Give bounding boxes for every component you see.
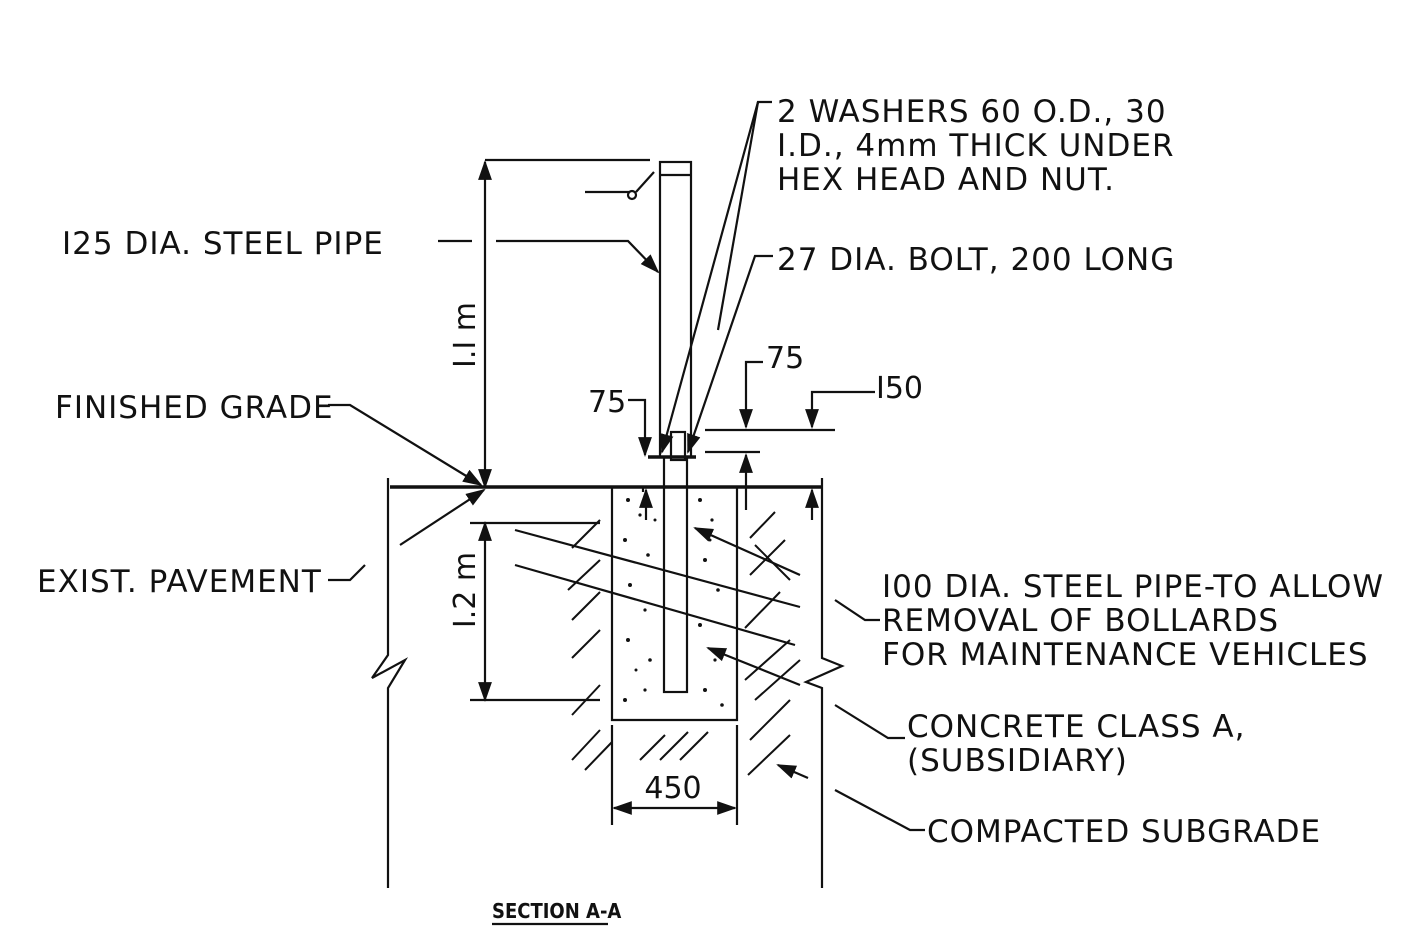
finished-grade-label: FINISHED GRADE	[55, 390, 334, 426]
dimension-height	[470, 158, 650, 702]
bolt-dimensions	[628, 360, 875, 520]
height-above-label: I.I m	[448, 302, 483, 368]
bolt-offset-top-label: 75	[766, 341, 804, 376]
subgrade-hatch	[567, 511, 801, 776]
bolt-offset-left-label: 75	[588, 385, 626, 420]
leader-lines	[328, 100, 925, 832]
washers-label-line3: HEX HEAD AND NUT.	[777, 162, 1115, 198]
depth-below-label: I.2 m	[448, 552, 483, 628]
concrete-label-line2: (SUBSIDIARY)	[907, 743, 1128, 779]
washers-label-line1: 2 WASHERS 60 O.D., 30	[777, 94, 1167, 130]
bollard-pipe	[585, 160, 696, 694]
concrete-label-line1: CONCRETE CLASS A,	[907, 709, 1246, 745]
removal-label-line3: FOR MAINTENANCE VEHICLES	[882, 637, 1369, 673]
concrete-fill	[623, 498, 724, 707]
subgrade-label: COMPACTED SUBGRADE	[927, 814, 1321, 850]
removal-label-line2: REMOVAL OF BOLLARDS	[882, 603, 1279, 639]
ground-lines	[371, 478, 845, 888]
offset-150-label: I50	[876, 371, 923, 406]
washers-label-line2: I.D., 4mm THICK UNDER	[777, 128, 1175, 164]
removal-label-line1: I00 DIA. STEEL PIPE-TO ALLOW	[882, 569, 1384, 605]
exist-pavement-label: EXIST. PAVEMENT	[37, 564, 322, 600]
section-title: SECTION A-A	[492, 899, 621, 923]
bolt-label: 27 DIA. BOLT, 200 LONG	[777, 242, 1175, 278]
steel-pipe-label: I25 DIA. STEEL PIPE	[62, 226, 384, 262]
footing-width-label: 450	[644, 771, 701, 806]
dimension-width	[610, 725, 739, 825]
removal-pipe	[514, 528, 801, 647]
footing-outline	[610, 487, 739, 722]
